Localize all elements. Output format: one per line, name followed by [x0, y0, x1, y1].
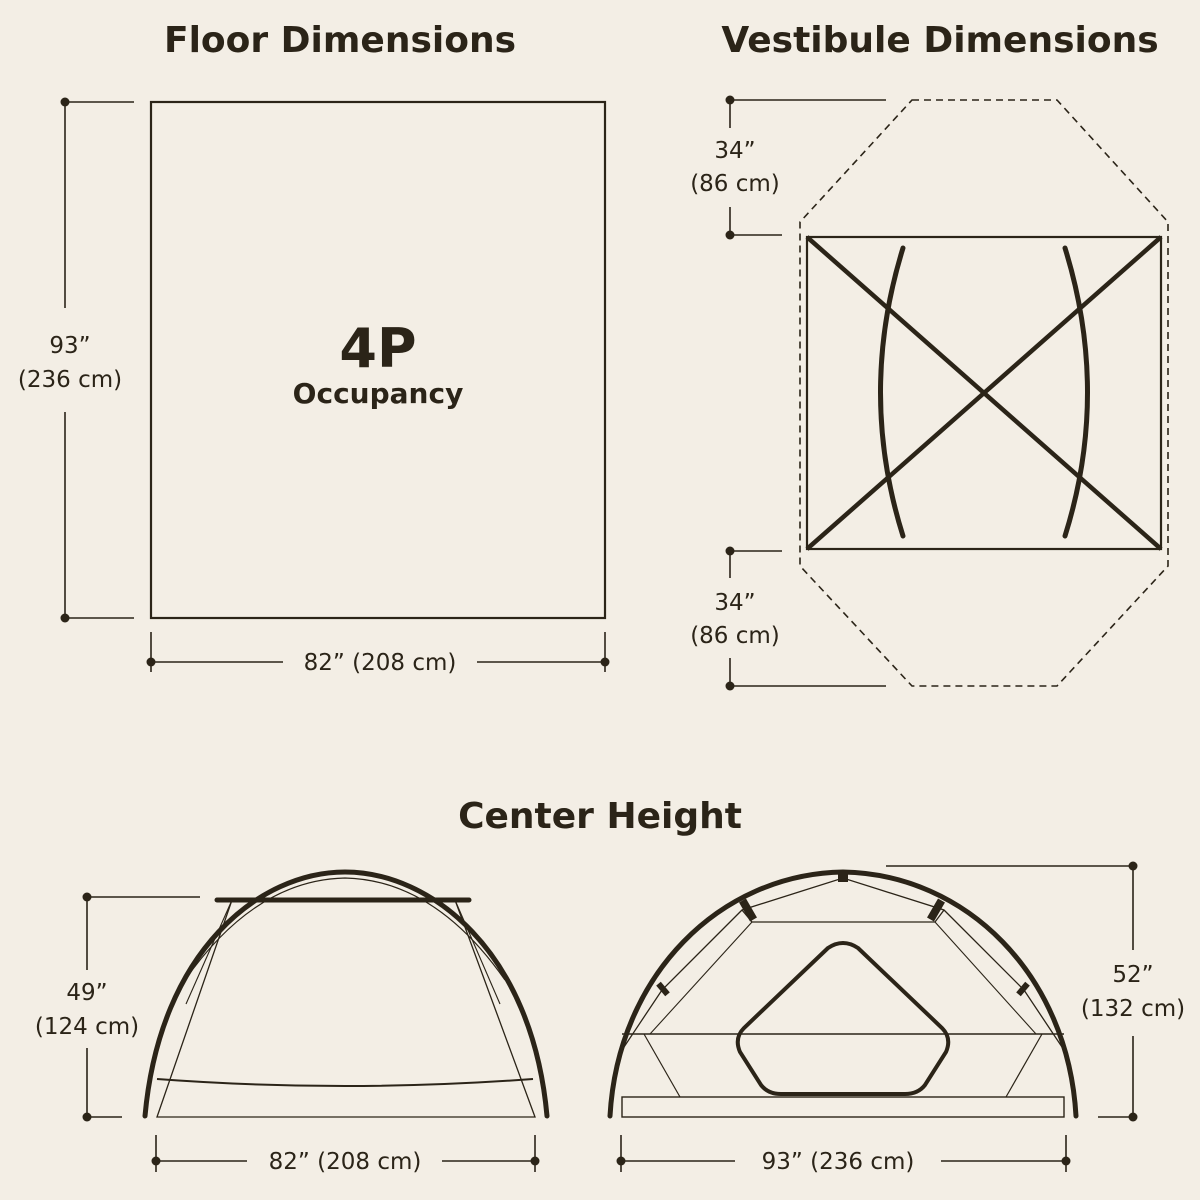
brow-pole-right: [1062, 245, 1090, 539]
occupancy-label: Occupancy: [293, 377, 464, 410]
vestibule-fly-outline: [799, 99, 1169, 687]
front-width-dimension: [616, 1135, 1071, 1172]
vestibule-title: Vestibule Dimensions: [721, 20, 1158, 61]
vestibule-bottom-cm: (86 cm): [690, 623, 780, 649]
side-canopy-line: [184, 877, 506, 981]
side-width-label: 82” (208 cm): [269, 1149, 422, 1175]
floor-height-in: 93”: [49, 333, 90, 359]
front-view: 52” (132 cm) 93” (236 cm): [607, 861, 1185, 1175]
floor-height-dimension: [60, 97, 134, 623]
side-arch-pole: [142, 869, 550, 1119]
side-view: 49” (124 cm) 82” (208 cm): [35, 869, 550, 1175]
side-inner-body: [156, 899, 536, 1118]
floor-title: Floor Dimensions: [164, 20, 516, 61]
brow-pole-left: [878, 245, 906, 539]
pole-diagonal-2: [805, 235, 1163, 551]
vestibule-bottom-dimension: [725, 546, 886, 691]
floor-outline: [149, 100, 607, 620]
vestibule-top-dimension: [725, 95, 886, 240]
side-height-cm: (124 cm): [35, 1014, 139, 1040]
front-height-dimension: [886, 861, 1138, 1122]
floor-section: Floor Dimensions 4P Occupancy 93” (236 c…: [18, 20, 610, 676]
front-canopy-outline: [621, 877, 1065, 1051]
tent-body-outline: [805, 235, 1163, 551]
floor-width-label: 82” (208 cm): [304, 650, 457, 676]
side-floor-line: [156, 1078, 534, 1087]
vestibule-bottom-in: 34”: [714, 590, 755, 616]
side-height-dimension: [82, 892, 200, 1122]
side-width-dimension: [151, 1135, 540, 1172]
floor-width-dimension: [146, 632, 610, 672]
front-floor-band: [621, 1096, 1065, 1118]
front-height-in: 52”: [1112, 962, 1153, 988]
side-height-in: 49”: [66, 980, 107, 1006]
front-arch-pole: [607, 869, 1079, 1119]
vestibule-section: Vestibule Dimensions 34” (86 cm): [690, 20, 1169, 691]
front-height-cm: (132 cm): [1081, 996, 1185, 1022]
occupancy-value: 4P: [339, 317, 416, 380]
front-width-label: 93” (236 cm): [762, 1149, 915, 1175]
front-door-panel: [735, 941, 951, 1096]
front-pole-clips: [656, 870, 1030, 997]
floor-height-cm: (236 cm): [18, 367, 122, 393]
vestibule-top-in: 34”: [714, 138, 755, 164]
vestibule-top-cm: (86 cm): [690, 171, 780, 197]
center-height-title: Center Height: [458, 796, 742, 837]
